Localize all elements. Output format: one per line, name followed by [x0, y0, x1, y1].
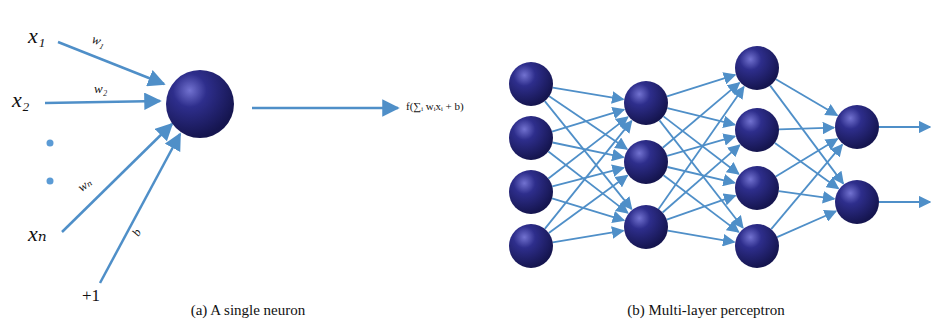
connection-arrow [545, 121, 632, 229]
bias-input-label: +1 [82, 287, 100, 306]
connection-arrow [667, 75, 735, 97]
neuron-sphere [624, 140, 668, 184]
connection-arrow [552, 168, 623, 187]
weight-label: w₂ [94, 82, 107, 96]
neuron-sphere [835, 180, 879, 224]
input-arrow [58, 42, 164, 84]
input-label: xₙ [28, 222, 47, 246]
neuron-sphere [735, 108, 779, 152]
connection-arrow [659, 87, 744, 209]
neuron-sphere [835, 105, 879, 149]
connection-arrow [770, 86, 843, 184]
connection-arrow [776, 79, 837, 115]
neuron-sphere [509, 224, 553, 268]
output-formula: f(∑ᵢ wᵢxᵢ + b) [406, 100, 464, 112]
neuron-sphere [166, 70, 234, 138]
connection-arrow [664, 175, 739, 232]
ellipsis-dot [47, 140, 54, 147]
bias-arrow [100, 134, 180, 283]
caption: (a) A single neuron [191, 302, 306, 319]
ellipsis-dot [47, 178, 54, 185]
neuron-sphere [624, 205, 668, 249]
connection-arrow [549, 176, 628, 233]
weight-label: w₁ [90, 32, 107, 50]
connection-arrow [663, 145, 740, 212]
caption: (b) Multi-layer perceptron [627, 302, 784, 319]
connection-arrow [777, 211, 836, 237]
neuron-sphere [509, 62, 553, 106]
connection-arrow [667, 196, 736, 220]
connection-arrow [660, 120, 743, 227]
connection-arrow [775, 143, 838, 189]
connection-arrow [667, 136, 735, 156]
neuron-sphere [735, 46, 779, 90]
neuron-sphere [735, 224, 779, 268]
neuron-sphere [509, 170, 553, 214]
connection-arrow [779, 191, 834, 199]
input-arrow [45, 101, 160, 103]
input-label: x₂ [12, 88, 29, 112]
connection-arrow [879, 126, 930, 128]
neuron-sphere [509, 116, 553, 160]
connection-arrow [776, 139, 838, 177]
connection-arrow [553, 231, 624, 243]
connection-arrow [552, 198, 624, 220]
connection-arrow [545, 101, 632, 209]
neuron-sphere [624, 81, 668, 125]
connection-arrow [553, 88, 624, 100]
neuron-sphere [735, 166, 779, 210]
connection-arrow [668, 231, 735, 242]
connection-arrow [879, 201, 930, 203]
input-label: x₁ [28, 24, 45, 48]
connection-arrow [664, 116, 739, 174]
weight-label: wₙ [75, 175, 95, 195]
output-arrow [252, 107, 398, 110]
bias-label: b [130, 227, 144, 239]
connection-arrow [771, 145, 842, 230]
connection-arrow [779, 128, 834, 130]
